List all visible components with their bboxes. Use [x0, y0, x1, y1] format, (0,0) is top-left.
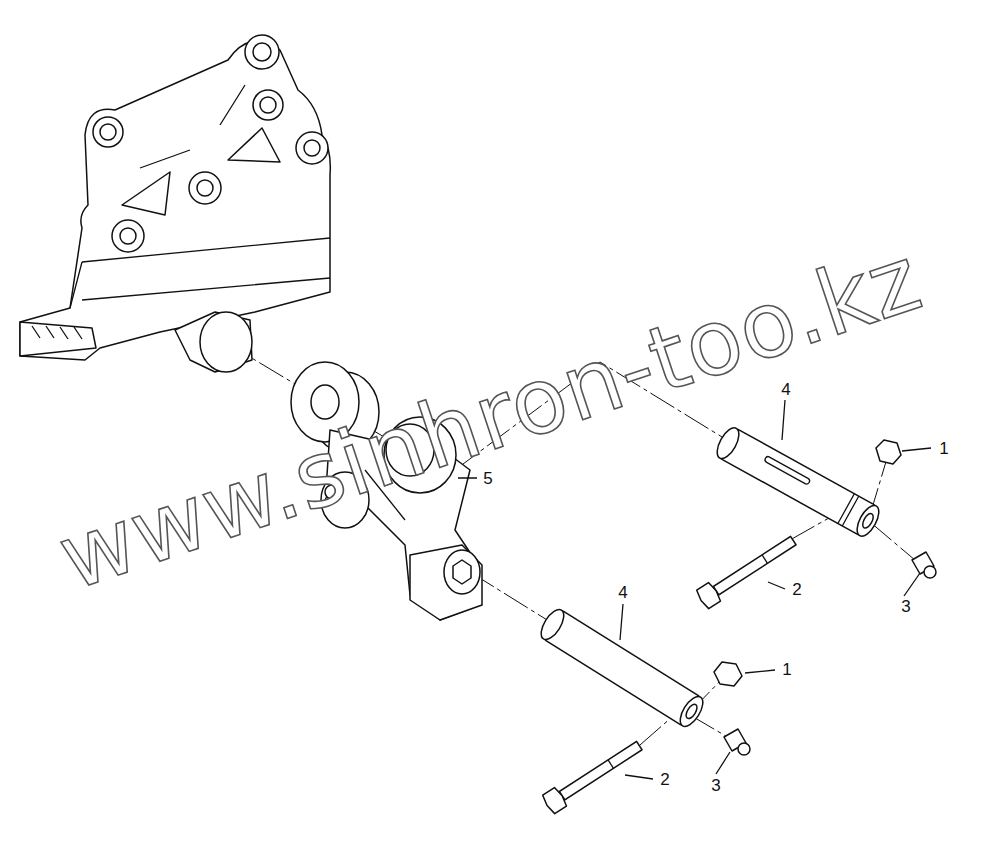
pin [537, 606, 708, 730]
nut [714, 662, 742, 686]
callout-number: 1 [937, 439, 950, 458]
callout-number: 2 [790, 580, 803, 599]
callout-number: 1 [780, 660, 793, 679]
watermark: www.sinhron-too.kz [49, 232, 931, 603]
grease-fitting [724, 729, 750, 755]
pin [713, 424, 883, 539]
callout-number: 3 [709, 776, 722, 795]
callout-number: 2 [658, 770, 671, 789]
callout-number: 4 [779, 380, 792, 399]
nut [876, 440, 901, 464]
leader-line [458, 400, 931, 779]
axis-line [470, 572, 736, 742]
callout-number: 4 [616, 583, 629, 602]
callout-number: 3 [899, 597, 912, 616]
callout-number: 5 [481, 469, 494, 488]
bracket [20, 35, 330, 372]
grease-fitting [912, 552, 936, 578]
bolt [695, 531, 799, 609]
